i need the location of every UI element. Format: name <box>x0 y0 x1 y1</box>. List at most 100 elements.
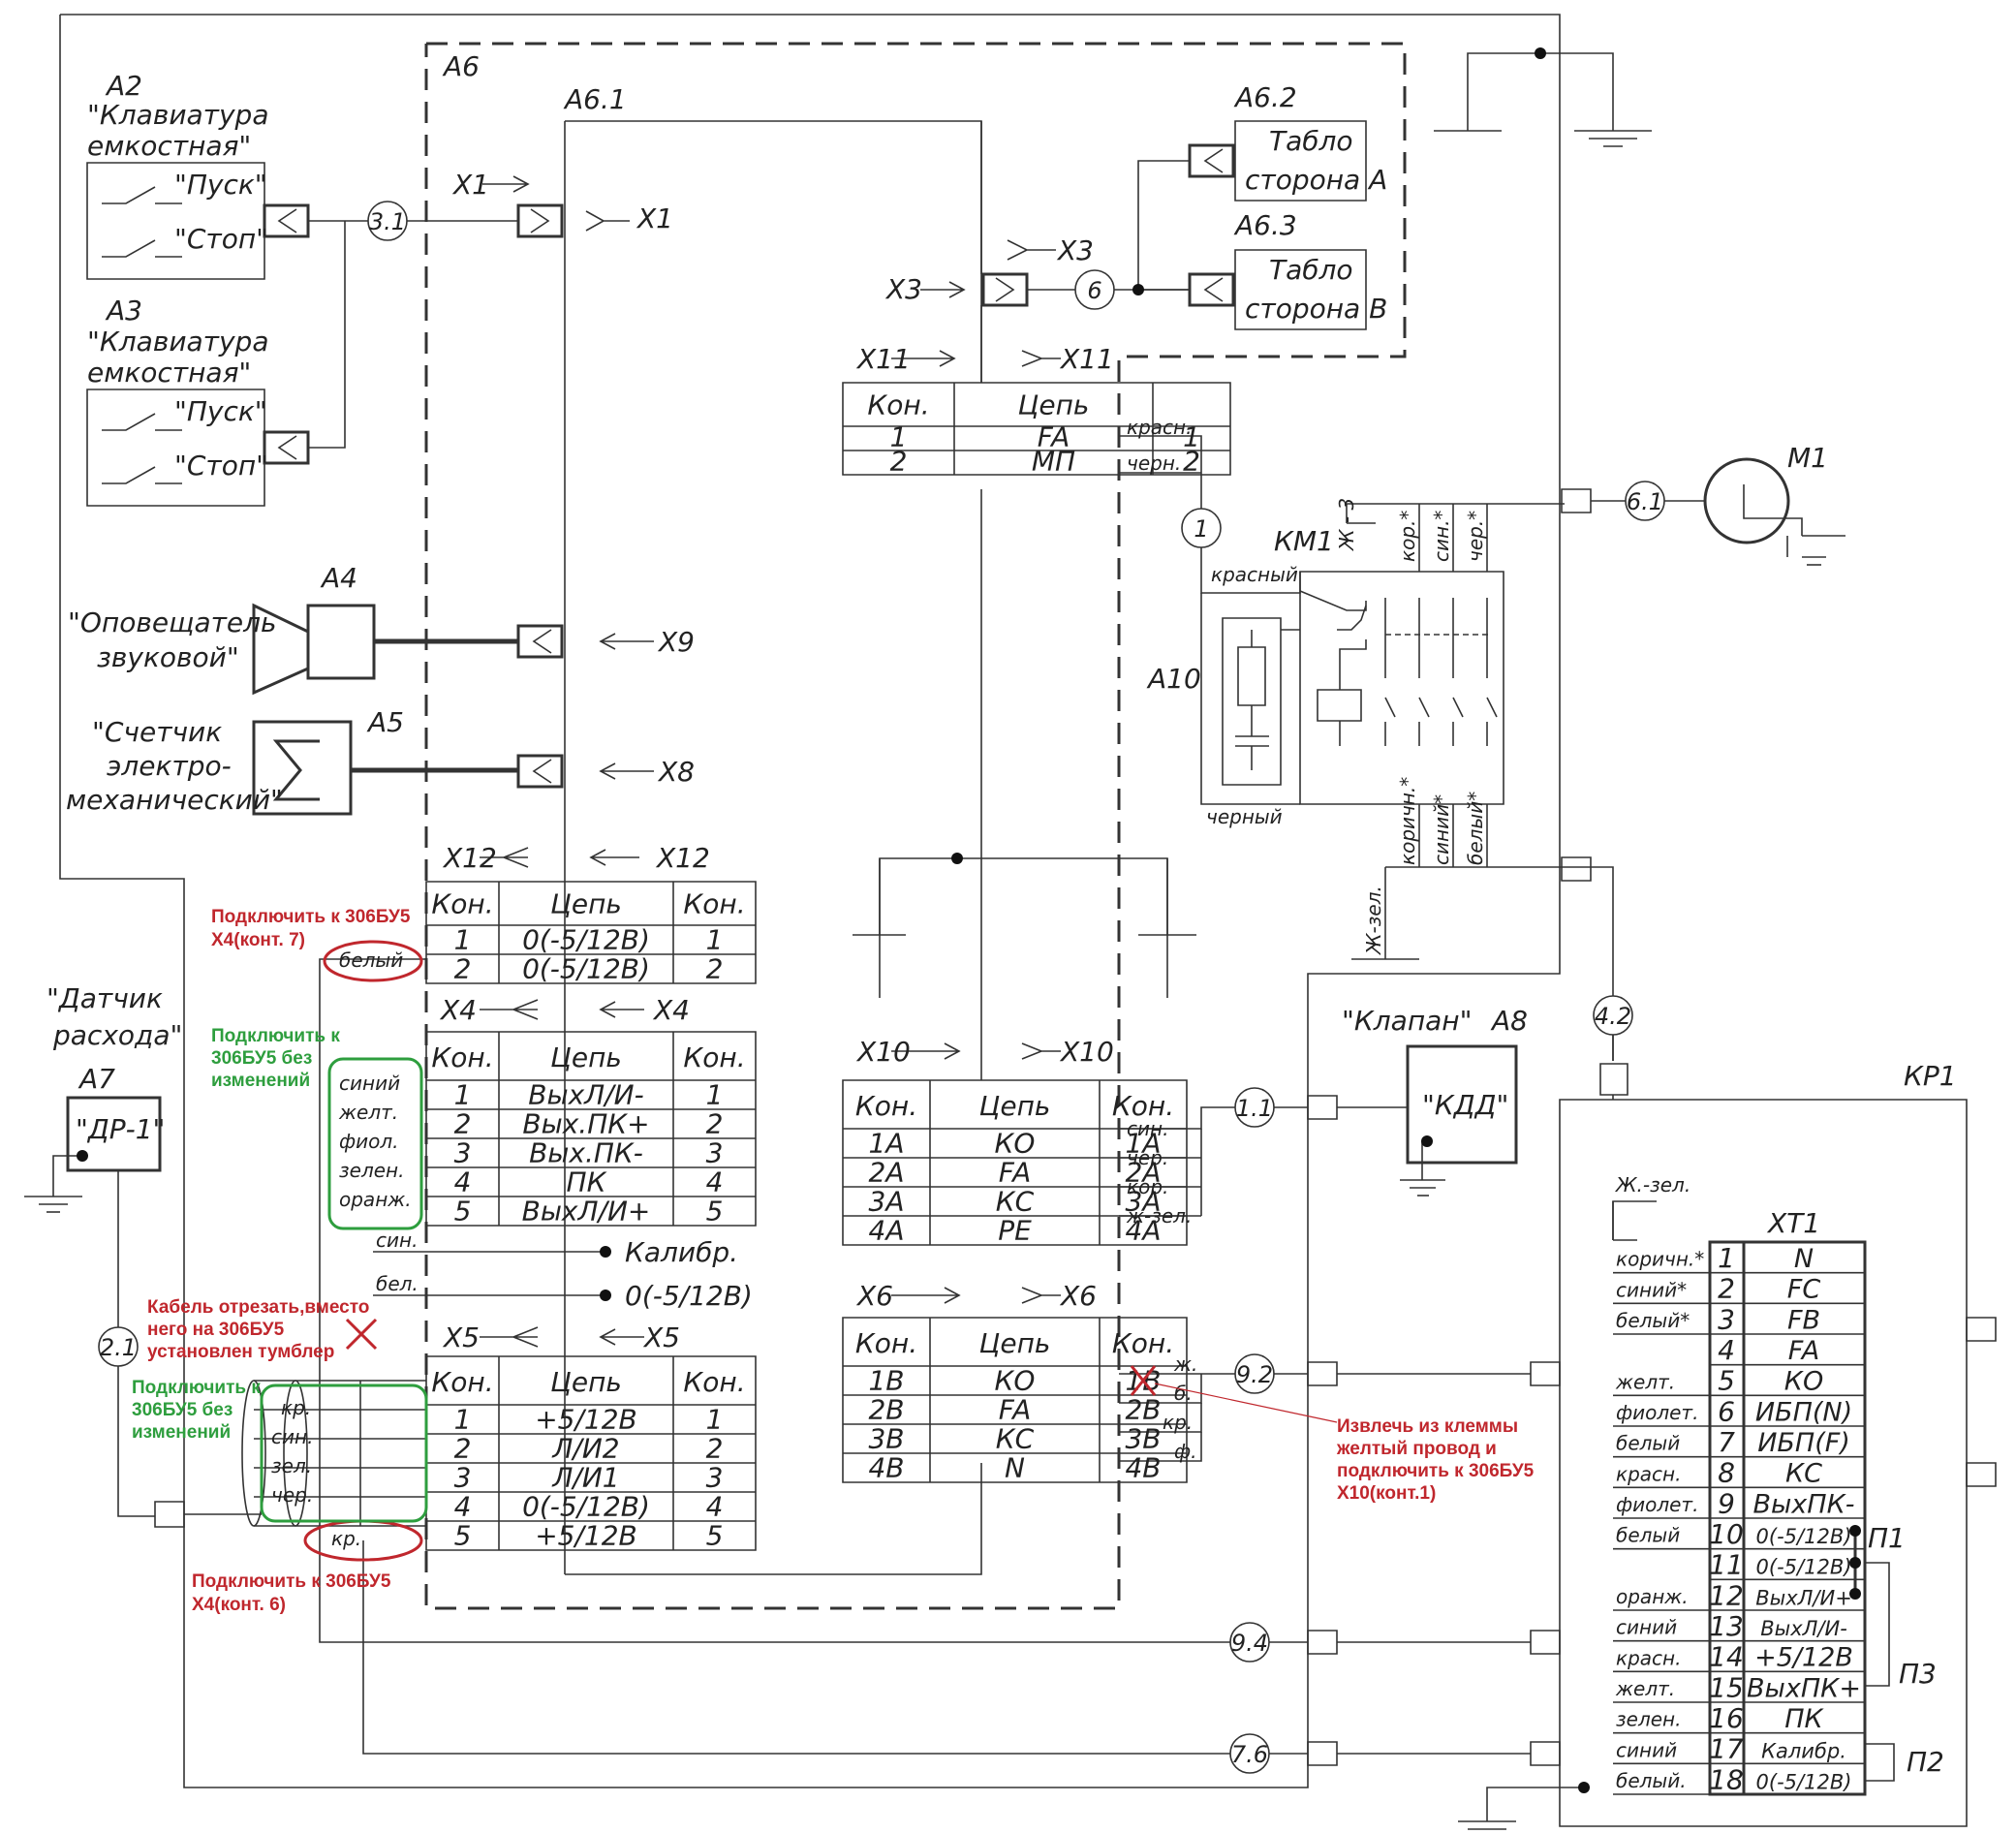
table-x10-cell: FA <box>999 1157 1032 1189</box>
label-a3: А3 <box>105 295 142 326</box>
table-x11-cell: 1 <box>890 421 908 453</box>
note-red-1-line-2: Х4(конт. 7) <box>211 930 305 950</box>
table-x12-cell: 0(-5/12В) <box>522 924 650 956</box>
wire-x5-1: кр. <box>281 1396 311 1419</box>
table-x12-cell: 2 <box>706 953 724 985</box>
table-x5-cell: 5 <box>706 1520 724 1552</box>
table-x12-header-1: Цепь <box>550 887 622 919</box>
note-red-4-line-4: Х10(конт.1) <box>1337 1483 1436 1504</box>
xt1-wire-color: синий <box>1616 1738 1677 1761</box>
node-1-label: 1 <box>1194 515 1208 543</box>
x5-left-label: Х5 <box>442 1321 480 1353</box>
table-x5-cell: 3 <box>706 1462 724 1494</box>
node-3-1-label: 3.1 <box>369 208 406 235</box>
a63-tablo: Табло <box>1269 254 1353 286</box>
table-x4-cell: 1 <box>706 1079 724 1111</box>
a7-title-1: "Датчик <box>47 982 163 1014</box>
label-m1: М1 <box>1787 442 1828 474</box>
table-x5-cell: 2 <box>454 1433 472 1465</box>
x4-left-label: Х4 <box>439 994 477 1026</box>
label-a5: А5 <box>366 706 404 738</box>
x12-left-label: Х12 <box>442 842 497 874</box>
wire-x4-2: желт. <box>338 1101 398 1124</box>
table-x6-cell: 3В <box>868 1423 904 1455</box>
node-4-2 <box>1594 996 1632 1035</box>
table-x4-cell: ВыхЛ/И- <box>528 1079 643 1111</box>
table-x11-cell: 2 <box>890 446 908 478</box>
xt1-wire-color: красн. <box>1616 1462 1681 1485</box>
table-x5-cell: 4 <box>454 1491 472 1523</box>
wire-cher-star: чер.* <box>1464 511 1487 562</box>
xt1-terminal-signal: +5/12В <box>1754 1643 1853 1673</box>
table-x4-cell: 1 <box>454 1079 472 1111</box>
xt1-terminal-number: 5 <box>1718 1365 1735 1397</box>
wire-x4-5: оранж. <box>339 1188 412 1211</box>
wire-krasnyi: красный <box>1211 563 1298 586</box>
a2-title-1: "Клавиатура <box>87 99 268 131</box>
note-red-3-line-2: Х4(конт. 6) <box>192 1595 286 1615</box>
wire-x6-2: б. <box>1174 1382 1193 1405</box>
table-x5-cell: 2 <box>706 1433 724 1465</box>
xt1-terminal-signal: Калибр. <box>1761 1740 1846 1763</box>
node-7-6 <box>1230 1734 1269 1773</box>
label-a8: А8 <box>1490 1005 1528 1037</box>
xt1-terminal-number: 11 <box>1709 1549 1744 1581</box>
table-x5-cell: 0(-5/12В) <box>522 1491 650 1523</box>
xt1-wire-color: зелен. <box>1616 1708 1681 1731</box>
label-a61: А6.1 <box>563 83 627 115</box>
table-x4-cell: ПК <box>567 1166 607 1198</box>
xt1-wire-color: желт. <box>1615 1370 1675 1393</box>
red-cross-cable <box>347 1320 376 1349</box>
table-x4-cell: 4 <box>706 1166 724 1198</box>
table-x6-cell: КС <box>996 1423 1035 1455</box>
xt1-wire-color: белый. <box>1616 1769 1687 1792</box>
table-x10-cell: 4А <box>869 1215 905 1247</box>
xt1-terminal-number: 14 <box>1709 1641 1744 1673</box>
wire-x10-3: кор. <box>1127 1175 1168 1198</box>
table-x6 <box>843 1318 1187 1482</box>
label-xt1: ХТ1 <box>1766 1207 1820 1239</box>
label-a10: А10 <box>1146 663 1201 695</box>
a2-pusk: "Пуск" <box>174 169 267 201</box>
table-x11-cell: 2 <box>1183 446 1200 478</box>
table-x6-cell: 4В <box>1125 1452 1161 1484</box>
table-x10-header-2: Кон. <box>1112 1090 1174 1122</box>
xt1-terminal-number: 16 <box>1709 1702 1744 1734</box>
node-9-2-label: 9.2 <box>1236 1361 1273 1388</box>
table-x12-header-0: Кон. <box>431 887 493 919</box>
xt1-terminal-signal: ИБП(N) <box>1755 1397 1852 1427</box>
x8-connector <box>518 756 562 787</box>
xt1-terminal-signal: FB <box>1787 1305 1820 1335</box>
table-x5-cell: 5 <box>454 1520 472 1552</box>
xt1-wire-color: белый <box>1616 1432 1680 1455</box>
xt1-terminal-signal: FA <box>1788 1336 1819 1366</box>
xt1-terminal-signal: 0(-5/12В) <box>1756 1556 1852 1579</box>
table-x10-cell: 3А <box>869 1186 905 1218</box>
table-x6-cell: КО <box>995 1365 1036 1397</box>
wire-x4-3: фиол. <box>339 1130 398 1153</box>
sensor-a7 <box>68 1098 160 1170</box>
wire-x5-4: чер. <box>271 1483 313 1507</box>
note-green-1-line-3: изменений <box>211 1071 310 1091</box>
table-x4-cell: 3 <box>706 1137 724 1169</box>
wire-krasn: красн. <box>1127 416 1192 439</box>
x1-connector <box>518 205 562 236</box>
note-green-1-line-2: 306БУ5 без <box>211 1048 312 1069</box>
wire-kor-star: кор.* <box>1396 511 1419 562</box>
table-x12-cell: 1 <box>706 924 724 956</box>
xt1-terminal-number: 6 <box>1718 1395 1735 1427</box>
a3-pusk: "Пуск" <box>174 395 267 427</box>
table-x5-cell: Л/И2 <box>551 1433 619 1465</box>
table-x12-header-2: Кон. <box>683 887 745 919</box>
table-x10-header-1: Цепь <box>979 1090 1051 1122</box>
note-red-2-line-2: него на 306БУ5 <box>147 1320 285 1340</box>
xt1-terminal-signal: ВыхПК+ <box>1747 1673 1861 1703</box>
wire-xt1-zh-zel: Ж.-зел. <box>1614 1173 1690 1197</box>
x6-left-label: Х6 <box>855 1280 893 1312</box>
note-red-1-line-1: Подключить к 306БУ5 <box>211 907 411 927</box>
table-x12-cell: 0(-5/12В) <box>522 953 650 985</box>
xt1-terminal-signal: 0(-5/12В) <box>1756 1770 1852 1793</box>
table-x6-cell: 4В <box>868 1452 904 1484</box>
xt1-wire-color: синий* <box>1616 1278 1687 1301</box>
node-6-1 <box>1626 482 1664 520</box>
